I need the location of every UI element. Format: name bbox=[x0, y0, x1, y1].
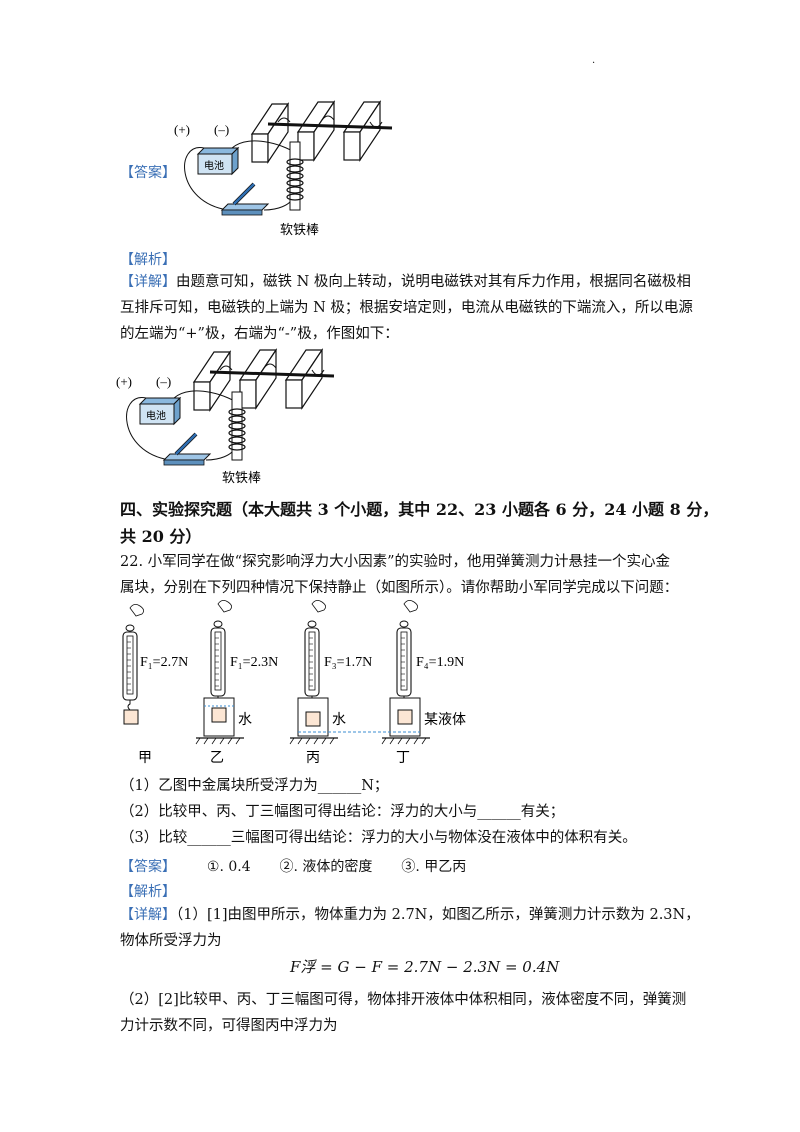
section-heading-line-2: 共 20 分） bbox=[120, 527, 202, 546]
label-bing: 丙 bbox=[306, 751, 320, 766]
q22-detail-2: 物体所受浮力为 bbox=[120, 933, 222, 949]
battery-label: 电池 bbox=[146, 409, 166, 422]
q22-sub-1: （1）乙图中金属块所受浮力为______N； bbox=[120, 778, 389, 794]
liquid-label: 某液体 bbox=[424, 712, 466, 728]
water-label-bing: 水 bbox=[332, 712, 346, 728]
q22-sub-3: （3）比较______三幅图可得出结论：浮力的大小与物体没在液体中的体积有关。 bbox=[120, 830, 637, 846]
detail-line-1: 【详解】由题意可知，磁铁 N 极向上转动，说明电磁铁对其有斥力作用，根据同名磁极… bbox=[120, 274, 691, 290]
detail-line-3: 的左端为“+”极，右端为“-”极，作图如下： bbox=[120, 326, 399, 342]
q22-line-2: 属块，分别在下列四种情况下保持静止（如图所示）。请你帮助小军同学完成以下问题： bbox=[120, 580, 679, 596]
water-label-yi: 水 bbox=[238, 712, 252, 728]
battery-label: 电池 bbox=[204, 159, 224, 172]
q22-detail-4: 力计示数不同，可得图丙中浮力为 bbox=[120, 1018, 338, 1034]
soft-iron-label: 软铁棒 bbox=[280, 222, 319, 237]
label-yi: 乙 bbox=[210, 750, 224, 766]
f3-label: F₃=1.7N bbox=[324, 655, 372, 670]
f4-label: F₄=1.9N bbox=[416, 655, 464, 670]
q22-analysis-tag: 【解析】 bbox=[120, 884, 176, 900]
buoyancy-formula: F浮 = G − F = 2.7N − 2.3N = 0.4N bbox=[290, 958, 560, 976]
soft-iron-label: 软铁棒 bbox=[222, 470, 261, 485]
label-ding: 丁 bbox=[396, 751, 410, 766]
label-jia: 甲 bbox=[138, 751, 152, 766]
section-heading-line-1: 四、实验探究题（本大题共 3 个小题，其中 22、23 小题各 6 分，24 小… bbox=[120, 500, 719, 519]
q22-line-1: 22. 小军同学在做“探究影响浮力大小因素”的实验时，他用弹簧测力计悬挂一个实心… bbox=[120, 554, 670, 570]
f1-label: F₁=2.7N bbox=[140, 655, 188, 670]
answer-tag: 【答案】 bbox=[120, 165, 176, 181]
minus-label: (–) bbox=[156, 374, 171, 389]
q22-detail-1: 【详解】（1）[1]由图甲所示，物体重力为 2.7N，如图乙所示，弹簧测力计示数… bbox=[120, 907, 700, 923]
buoyancy-experiment-figure: F₁=2.7N F₁=2.3N 水 F₃=1.7N 水 F₄=1.9N 某液体 … bbox=[122, 600, 466, 766]
detail-line-2: 互排斥可知，电磁铁的上端为 N 极；根据安培定则，电流从电磁铁的下端流入，所以电… bbox=[120, 300, 693, 316]
corner-mark: . bbox=[592, 55, 596, 66]
plus-label: (+) bbox=[174, 122, 190, 137]
minus-label: (–) bbox=[214, 122, 229, 137]
q22-answer: 【答案】 ①. 0.4 ②. 液体的密度 ③. 甲乙丙 bbox=[120, 859, 467, 875]
electromagnet-analysis-diagram: (+) (–) 电池 软铁棒 bbox=[116, 348, 335, 485]
q22-detail-3: （2）[2]比较甲、丙、丁三幅图可得，物体排开液体中体积相同，液体密度不同，弹簧… bbox=[120, 992, 687, 1008]
f2-label: F₁=2.3N bbox=[230, 655, 278, 670]
electromagnet-answer-diagram: (+) (–) 电池 软铁棒 bbox=[174, 100, 393, 237]
q22-sub-2: （2）比较甲、丙、丁三幅图可得出结论：浮力的大小与______有关； bbox=[120, 804, 565, 820]
plus-label: (+) bbox=[116, 374, 132, 389]
analysis-tag: 【解析】 bbox=[120, 252, 176, 268]
